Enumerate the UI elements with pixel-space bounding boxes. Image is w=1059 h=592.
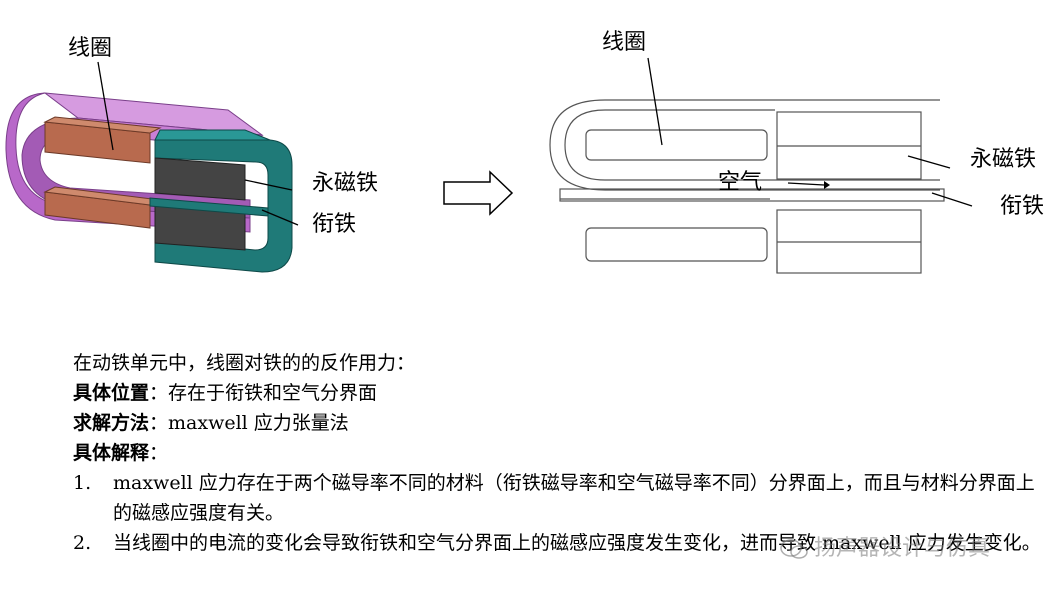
- magnet-upper: [154, 157, 246, 201]
- explanation-colon: ：: [149, 442, 169, 464]
- leader-coil-left: [97, 61, 114, 151]
- explanation-heading-line: 具体解释：: [73, 438, 1048, 468]
- right-arrow-icon: [443, 170, 514, 216]
- leader-air-arrowhead: [824, 181, 830, 189]
- label-coil-right: 线圈: [602, 30, 647, 55]
- label-armature-left: 衔铁: [312, 212, 357, 237]
- method-heading: 求解方法: [73, 412, 150, 434]
- bobbin-upper-top: [43, 116, 162, 134]
- left-3d-diagram: [5, 61, 299, 273]
- location-line: 具体位置：存在于衔铁和空气分界面: [73, 378, 1048, 408]
- watermark-text: 扬声器设计与仿真: [814, 536, 991, 561]
- coil-loop-outer: [549, 99, 940, 191]
- coil-loop-inner: [564, 109, 940, 181]
- list-item-number: 1.: [73, 472, 92, 494]
- label-air-right: 空气: [718, 170, 763, 195]
- label-armature-right: 衔铁: [1000, 194, 1045, 219]
- leader-coil-right: [647, 57, 663, 146]
- armature-top-face: [154, 129, 271, 141]
- label-magnet-left: 永磁铁: [312, 171, 379, 196]
- label-coil-left: 线圈: [68, 36, 113, 61]
- watermark: 扬声器设计与仿真: [780, 530, 990, 562]
- list-item-text: 当线圈中的电流的变化会导致衔铁和空气分界面上的磁感应强度发生变化，进而导致 ma…: [113, 532, 1041, 554]
- intro-line: 在动铁单元中，线圈对铁的的反作用力：: [73, 352, 416, 374]
- location-text: ：存在于衔铁和空气分界面: [149, 382, 378, 404]
- list-item-text: maxwell 应力存在于两个磁导率不同的材料（衔铁磁导率和空气磁导率不同）分界…: [113, 472, 1035, 524]
- coil-lower-rect: [585, 227, 768, 262]
- leader-magnet-right: [907, 155, 951, 169]
- label-magnet-right: 永磁铁: [970, 147, 1037, 172]
- leader-magnet-left: [244, 179, 293, 191]
- coil-upper-rect: [585, 129, 768, 161]
- leader-armature-left: [261, 209, 299, 226]
- armature-blade-2d: [559, 188, 945, 202]
- wechat-icon: [780, 539, 808, 559]
- list-item: 1. maxwell 应力存在于两个磁导率不同的材料（衔铁磁导率和空气磁导率不同）…: [73, 468, 1048, 528]
- explanation-text: 在动铁单元中，线圈对铁的的反作用力： 具体位置：存在于衔铁和空气分界面 求解方法…: [73, 348, 1048, 558]
- right-2d-diagram: [549, 99, 945, 274]
- method-text: ：maxwell 应力张量法: [149, 412, 349, 434]
- list-item-number: 2.: [73, 532, 92, 554]
- leader-armature-right: [931, 192, 973, 207]
- leader-air-right: [787, 182, 825, 186]
- armature-blade: [149, 197, 269, 217]
- method-line: 求解方法：maxwell 应力张量法: [73, 408, 1048, 438]
- location-heading: 具体位置: [73, 382, 150, 404]
- list-item: 2. 当线圈中的电流的变化会导致衔铁和空气分界面上的磁感应强度发生变化，进而导致 …: [73, 528, 1048, 558]
- explanation-heading: 具体解释: [73, 442, 150, 464]
